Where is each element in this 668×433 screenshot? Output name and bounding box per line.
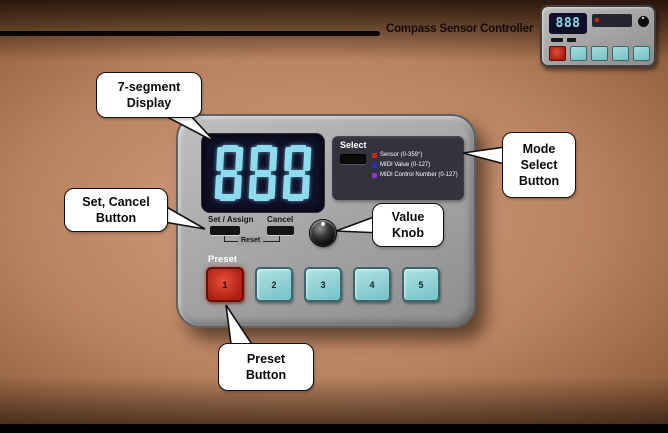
thumbnail-preset-button-4 [612,46,629,61]
callout-set-cancel-button: Set, Cancel Button [64,188,168,232]
thumbnail-value-knob [638,16,649,27]
thumbnail-preset-button-3 [591,46,608,61]
thumbnail-preset-button-5 [633,46,650,61]
app-title: Compass Sensor Controller [386,23,534,35]
thumbnail-preset-button-2 [570,46,587,61]
preset-row: 1 2 3 4 5 [206,267,440,302]
mode-select-button[interactable] [340,154,366,164]
select-label: Select [340,140,367,150]
midi-value-mode-dot [372,162,377,168]
knob-indicator-dot [321,222,325,226]
set-assign-button[interactable] [210,226,240,235]
thumbnail-mode-dot [595,18,599,22]
thumbnail-cancel-button [567,38,576,42]
footer-rule [0,424,668,433]
thumbnail-display: 888 [549,13,587,34]
mode-row-midi-cc: MIDI Control Number (0-127) [372,171,461,179]
callout-preset-button: Preset Button [218,343,314,391]
thumbnail-preset-button-1 [549,46,566,61]
header-rule [0,31,380,36]
mode-row-sensor: Sensor (0-359°) [372,151,461,159]
mode-select-panel: Select Sensor (0-359°) MIDI Value (0-127… [332,136,464,200]
thumbnail-preset-row [549,46,650,61]
midi-cc-mode-label: MIDI Control Number (0-127) [380,172,458,178]
mode-row-midi-value: MIDI Value (0-127) [372,161,461,169]
mode-legend: Sensor (0-359°) MIDI Value (0-127) MIDI … [372,151,461,179]
preset-button-1[interactable]: 1 [206,267,244,302]
thumbnail-select-panel [592,14,632,27]
midi-cc-mode-dot [372,172,377,178]
set-assign-label: Set / Assign [208,215,254,224]
preset-button-3[interactable]: 3 [304,267,342,302]
device-thumbnail: 888 [540,5,656,67]
midi-value-mode-label: MIDI Value (0-127) [380,162,431,168]
callout-value-knob: Value Knob [372,203,444,247]
callout-seven-segment-display: 7-segment Display [96,72,202,118]
preset-button-4[interactable]: 4 [353,267,391,302]
callout-mode-select-button: Mode Select Button [502,132,576,198]
cancel-label: Cancel [267,215,294,224]
sensor-mode-label: Sensor (0-359°) [380,152,423,158]
preset-button-5[interactable]: 5 [402,267,440,302]
sensor-mode-dot [372,152,377,158]
preset-label: Preset [208,254,238,265]
preset-button-2[interactable]: 2 [255,267,293,302]
seven-segment-display [202,134,324,212]
thumbnail-set-button [551,38,563,42]
value-knob[interactable] [310,220,336,246]
reset-label: Reset [238,236,264,245]
cancel-button[interactable] [267,226,294,235]
